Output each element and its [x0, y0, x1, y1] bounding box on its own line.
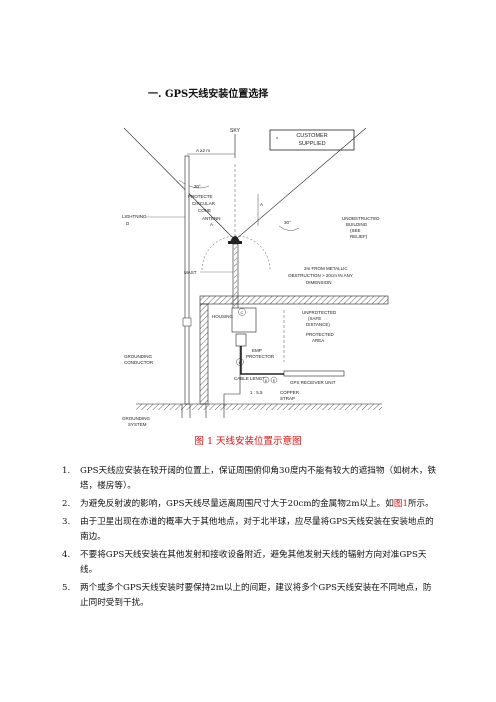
svg-text:SYSTEM: SYSTEM — [128, 422, 147, 427]
list-item: 2. 为避免反射波的影响，GPS天线尽量远离周围尺寸大于20cm的金属物2m以上… — [62, 497, 440, 512]
svg-text:BUILDING: BUILDING — [346, 222, 368, 227]
svg-text:CIRCULAR: CIRCULAR — [192, 201, 216, 206]
cone-line-left — [123, 127, 236, 241]
svg-text:(SEE: (SEE — [350, 228, 361, 233]
svg-text:E: E — [273, 379, 276, 383]
svg-text:LIGHTNING: LIGHTNING — [122, 214, 147, 219]
list-number: 4. — [62, 550, 71, 560]
svg-text:A: A — [210, 222, 213, 227]
list-item: 3. 由于卫星出现在赤道的概率大于其他地点，对于北半球，应尽量将GPS天线安装在… — [62, 515, 440, 545]
gps-antenna — [230, 236, 240, 242]
svg-text:GROUNDING: GROUNDING — [124, 354, 152, 359]
list-item: 4. 不要将GPS天线安装在其他发射和接收设备附近，避免其他发射天线的辐射方向对… — [62, 548, 440, 578]
section-heading: 一. GPS天线安装位置选择 — [148, 89, 269, 100]
svg-text:RELIEF): RELIEF) — [350, 234, 368, 239]
emp-protector — [235, 333, 247, 347]
customer-supplied-box — [269, 129, 355, 151]
dim-a-label: A ≥2 m — [196, 148, 210, 153]
caption-prefix: 图 — [194, 436, 204, 447]
svg-text:C: C — [241, 310, 244, 315]
svg-text:CONE: CONE — [198, 208, 211, 213]
svg-text:D: D — [265, 379, 268, 383]
list-text: GPS天线应安装在较开阔的位置上，保证周围俯仰角30度内不能有较大的遮挡物（如树… — [80, 466, 437, 491]
sky-label: SKY — [230, 128, 241, 134]
svg-text:GROUNDING: GROUNDING — [122, 416, 150, 421]
list-number: 5. — [62, 583, 71, 593]
figure-caption: 图 1 天线安装位置示意图 — [0, 433, 496, 447]
svg-text:ANTENN: ANTENN — [202, 216, 221, 221]
svg-text:COPPER: COPPER — [280, 390, 300, 395]
cone-line-right — [234, 127, 367, 241]
list-text: 所示。 — [407, 499, 434, 509]
svg-text:DISTANCE): DISTANCE) — [306, 322, 330, 327]
list-text: 由于卫星出现在赤道的概率大于其他地点，对于北半球，应尽量将GPS天线安装在安装地… — [80, 517, 434, 542]
list-item: 1. GPS天线应安装在较开阔的位置上，保证周围俯仰角30度内不能有较大的遮挡物… — [62, 464, 440, 494]
svg-text:CONDUCTOR: CONDUCTOR — [124, 360, 154, 365]
list-text: 两个或多个GPS天线安装时要保持2m以上的间距，建议将多个GPS天线安装在不同地… — [80, 583, 432, 608]
building-wall — [199, 303, 209, 405]
ground — [136, 404, 382, 410]
list-number: 3. — [62, 517, 71, 527]
svg-text:HOUSING: HOUSING — [212, 314, 234, 319]
svg-text:30°: 30° — [284, 220, 291, 225]
gps-receiver-unit — [283, 370, 345, 377]
svg-text:STRAP: STRAP — [280, 396, 295, 401]
list-number: 2. — [62, 499, 71, 509]
svg-text:A: A — [260, 202, 263, 207]
svg-text:PROTECTED: PROTECTED — [306, 332, 335, 337]
list-item: 5. 两个或多个GPS天线安装时要保持2m以上的间距，建议将多个GPS天线安装在… — [62, 581, 440, 611]
building-roof — [199, 295, 389, 305]
svg-text:SUPPLIED: SUPPLIED — [298, 141, 325, 147]
caption-text: 天线安装位置示意图 — [216, 436, 302, 447]
svg-text:PROTECTOR: PROTECTOR — [246, 354, 275, 359]
instruction-list: 1. GPS天线应安装在较开阔的位置上，保证周围俯仰角30度内不能有较大的遮挡物… — [62, 464, 440, 614]
svg-text:EMP: EMP — [252, 348, 262, 353]
antenna-cable — [240, 346, 284, 375]
svg-text:CABLE LENGTH: CABLE LENGTH — [234, 376, 268, 381]
gps-antenna-installation-diagram: SKY * CUSTOMER SUPPLIED A ≥2 m 30° 30° A… — [122, 127, 389, 427]
caption-number: 1 — [206, 436, 214, 447]
svg-text:30°: 30° — [194, 184, 201, 189]
svg-text:UNPROTECTED: UNPROTECTED — [302, 310, 337, 315]
svg-text:PROTECTE: PROTECTE — [188, 194, 213, 199]
svg-text:OBSTRUCTION > 20cm IN ANY: OBSTRUCTION > 20cm IN ANY — [288, 273, 353, 278]
svg-text:D: D — [126, 221, 130, 226]
svg-text:GPS RECEIVER UNIT: GPS RECEIVER UNIT — [290, 380, 336, 385]
list-text: 为避免反射波的影响，GPS天线尽量远离周围尺寸大于20cm的金属物2m以上。如 — [80, 499, 394, 509]
figure-reference-link[interactable]: 图1 — [393, 499, 408, 509]
svg-text:MAST: MAST — [184, 270, 197, 275]
svg-text:1 : 5.5: 1 : 5.5 — [250, 390, 263, 395]
list-number: 1. — [62, 466, 71, 476]
svg-text:(SAFE: (SAFE — [308, 316, 321, 321]
svg-text:*: * — [276, 137, 278, 143]
svg-text:CUSTOMER: CUSTOMER — [296, 133, 327, 139]
svg-text:DIMENSION: DIMENSION — [306, 280, 332, 285]
svg-text:AREA: AREA — [312, 338, 324, 343]
list-text: 不要将GPS天线安装在其他发射和接收设备附近，避免其他发射天线的辐射方向对准GP… — [80, 550, 427, 575]
svg-text:UNOBSTRUCTED: UNOBSTRUCTED — [342, 216, 380, 221]
svg-text:2m FROM METALLIC: 2m FROM METALLIC — [304, 266, 348, 271]
